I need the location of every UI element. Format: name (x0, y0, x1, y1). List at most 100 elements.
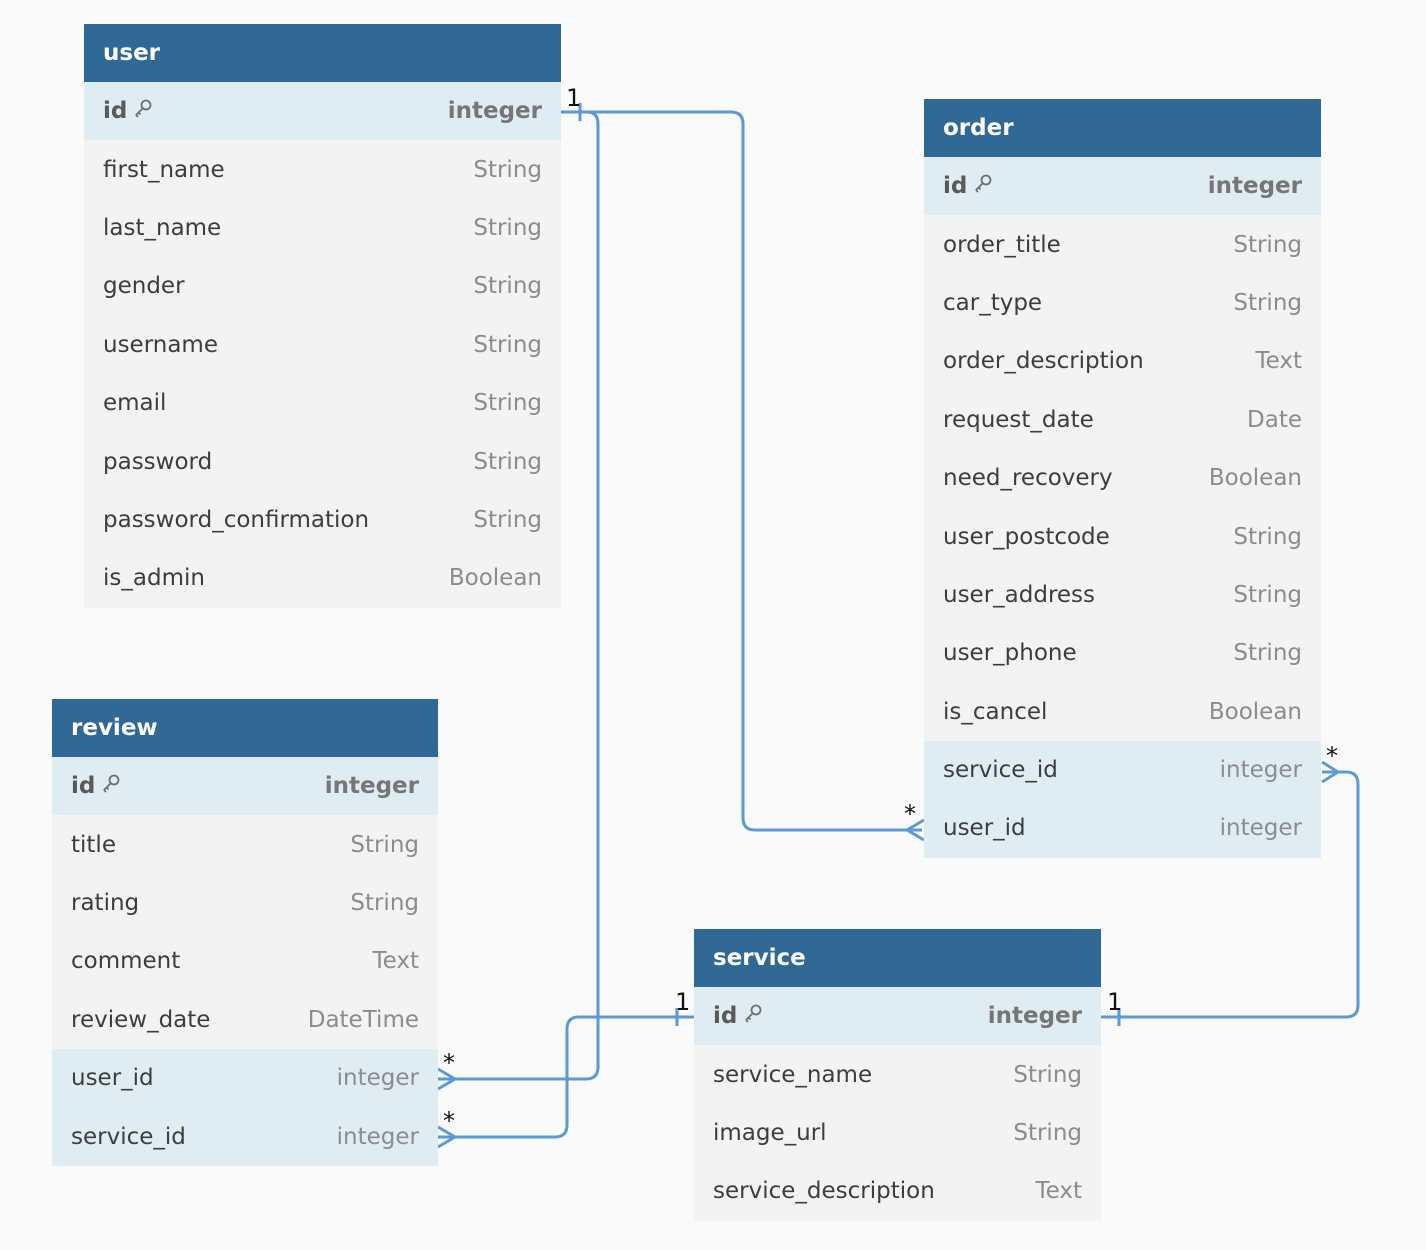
field-type: String (1233, 523, 1302, 550)
field-name: first_name (103, 156, 225, 183)
table-service[interactable]: service id integer service_name String image_… (694, 929, 1101, 1221)
field-name-wrap: gender (103, 273, 185, 299)
field-row-user-password_confirmation[interactable]: password_confirmation String (84, 491, 561, 549)
field-name: need_recovery (943, 465, 1113, 492)
field-type: Text (1255, 348, 1302, 375)
field-row-order-user_postcode[interactable]: user_postcode String (924, 507, 1321, 565)
field-row-user-email[interactable]: email String (84, 374, 561, 432)
field-name: comment (71, 948, 181, 975)
field-row-review-user_id[interactable]: user_id integer (52, 1048, 438, 1108)
field-type: integer (1207, 173, 1302, 200)
field-name: review_date (71, 1006, 211, 1033)
field-name: id (71, 772, 96, 799)
table-header-service[interactable]: service (694, 929, 1101, 987)
field-name-wrap: service_description (713, 1178, 935, 1204)
field-name-wrap: user_address (943, 582, 1095, 608)
field-row-user-gender[interactable]: gender String (84, 257, 561, 315)
field-row-order-user_phone[interactable]: user_phone String (924, 624, 1321, 682)
field-type: String (473, 390, 542, 417)
field-type: integer (336, 1065, 419, 1092)
field-name-wrap: title (71, 832, 116, 858)
field-row-order-order_description[interactable]: order_description Text (924, 332, 1321, 390)
field-name: order_title (943, 231, 1061, 258)
field-type: String (1013, 1061, 1082, 1088)
field-name-wrap: id (713, 1003, 763, 1030)
field-name: user_address (943, 581, 1096, 608)
field-name: service_name (713, 1061, 873, 1088)
field-type: String (473, 506, 542, 533)
table-header-user[interactable]: user (84, 24, 561, 82)
field-row-order-car_type[interactable]: car_type String (924, 274, 1321, 332)
field-name-wrap: need_recovery (943, 465, 1113, 491)
field-type: integer (987, 1003, 1082, 1030)
field-name-wrap: last_name (103, 215, 221, 241)
field-row-user-last_name[interactable]: last_name String (84, 199, 561, 257)
table-header-order[interactable]: order (924, 99, 1321, 157)
field-type: String (473, 273, 542, 300)
field-name-wrap: id (103, 98, 153, 125)
field-name: id (713, 1002, 738, 1029)
field-name-wrap: password_confirmation (103, 507, 369, 533)
field-type: String (350, 889, 419, 916)
field-name-wrap: service_name (713, 1062, 872, 1088)
field-type: String (473, 214, 542, 241)
cardinality-service-order-one: 1 (1107, 988, 1123, 1016)
primary-key-icon (133, 98, 153, 124)
field-name-wrap: user_id (943, 815, 1026, 841)
field-name-wrap: service_id (71, 1124, 186, 1150)
field-row-review-rating[interactable]: rating String (52, 874, 438, 932)
field-name: car_type (943, 289, 1043, 316)
field-name: id (103, 97, 128, 124)
field-name-wrap: user_phone (943, 640, 1077, 666)
field-name-wrap: is_cancel (943, 699, 1047, 725)
field-type: integer (1219, 757, 1302, 784)
field-name-wrap: order_description (943, 348, 1144, 374)
field-name-wrap: user_postcode (943, 524, 1110, 550)
field-name-wrap: email (103, 390, 166, 416)
cardinality-user-order-one: 1 (566, 84, 582, 112)
field-row-order-id[interactable]: id integer (924, 157, 1321, 216)
field-name-wrap: rating (71, 890, 139, 916)
field-type: String (1233, 640, 1302, 667)
field-name-wrap: comment (71, 948, 180, 974)
field-row-service-service_name[interactable]: service_name String (694, 1045, 1101, 1103)
field-row-service-id[interactable]: id integer (694, 987, 1101, 1046)
field-type: integer (336, 1123, 419, 1150)
field-row-review-title[interactable]: title String (52, 815, 438, 873)
table-header-review[interactable]: review (52, 699, 438, 757)
field-name-wrap: id (71, 773, 121, 800)
field-name-wrap: id (943, 173, 993, 200)
cardinality-service-review-one: 1 (675, 988, 691, 1016)
primary-key-icon (101, 773, 121, 799)
field-row-review-service_id[interactable]: service_id integer (52, 1107, 438, 1166)
primary-key-icon (973, 173, 993, 199)
connector-user-order (561, 110, 922, 832)
field-name-wrap: order_title (943, 232, 1061, 258)
field-name-wrap: password (103, 449, 212, 475)
field-name-wrap: user_id (71, 1065, 154, 1091)
field-name: user_phone (943, 640, 1077, 667)
field-type: String (350, 831, 419, 858)
field-type: String (1233, 289, 1302, 316)
field-name-wrap: first_name (103, 157, 225, 183)
